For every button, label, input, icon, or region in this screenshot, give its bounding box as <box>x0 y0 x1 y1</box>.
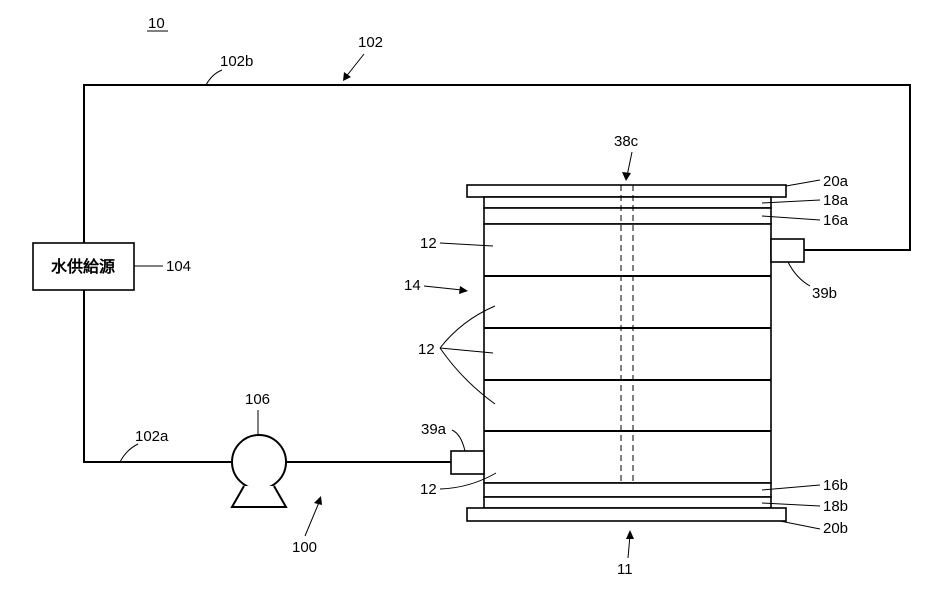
outlet-port-label: 39b <box>812 285 837 302</box>
stack-body-arrow-line <box>424 286 462 290</box>
pump-icon <box>232 435 286 489</box>
end-plate-top-leader <box>786 180 820 186</box>
terminal-top-label: 16a <box>823 212 849 229</box>
pipe-102-arrowhead <box>343 72 351 81</box>
end-plate-top-label: 20a <box>823 173 849 190</box>
end-plate-bottom-label: 20b <box>823 520 848 537</box>
water-source-text: 水供給源 <box>51 257 115 276</box>
end-plate-top <box>467 185 786 197</box>
stack-ref-label: 11 <box>617 561 633 578</box>
terminal-bottom-label: 16b <box>823 477 848 494</box>
pump-unit-arrowhead <box>314 496 322 505</box>
end-plate-bottom <box>467 508 786 521</box>
pipe-102a-leader <box>120 444 138 462</box>
shaft-arrowhead <box>622 172 631 181</box>
pipe-102b-label: 102b <box>220 53 253 70</box>
stack-body-arrowhead <box>459 286 468 294</box>
cell-group-label: 12 <box>418 341 435 358</box>
outlet-port-39b <box>771 239 804 262</box>
insulator-bottom-label: 18b <box>823 498 848 515</box>
pipe-102-label: 102 <box>358 34 383 51</box>
shaft-ref-label: 38c <box>614 133 639 150</box>
pump-ref-label: 106 <box>245 391 270 408</box>
cell-bottom-label: 12 <box>420 481 437 498</box>
pipe-102b-leader <box>206 70 222 85</box>
pump-unit-label: 100 <box>292 539 317 556</box>
inlet-port-leader <box>452 430 465 451</box>
pump-base <box>232 486 286 507</box>
terminal-bottom <box>484 483 771 497</box>
terminal-top <box>484 208 771 224</box>
cell-top-label: 12 <box>420 235 437 252</box>
stack-arrowhead <box>626 530 634 539</box>
pipe-102-arrow-line <box>345 54 364 78</box>
insulator-top <box>484 197 771 208</box>
water-source-ref-label: 104 <box>166 258 191 275</box>
inlet-port-label: 39a <box>421 421 447 438</box>
pipe-102a-label: 102a <box>135 428 169 445</box>
stack-body-label: 14 <box>404 277 421 294</box>
cell-stack-body <box>484 224 771 483</box>
outlet-port-leader <box>788 262 810 286</box>
pump-unit-arrow-line <box>305 500 320 536</box>
shaft-arrow-line <box>627 152 632 176</box>
insulator-bottom <box>484 497 771 508</box>
system-ref-label: 10 <box>148 15 165 32</box>
inlet-port-39a <box>451 451 484 474</box>
end-plate-bottom-leader <box>780 521 820 529</box>
insulator-top-label: 18a <box>823 192 849 209</box>
